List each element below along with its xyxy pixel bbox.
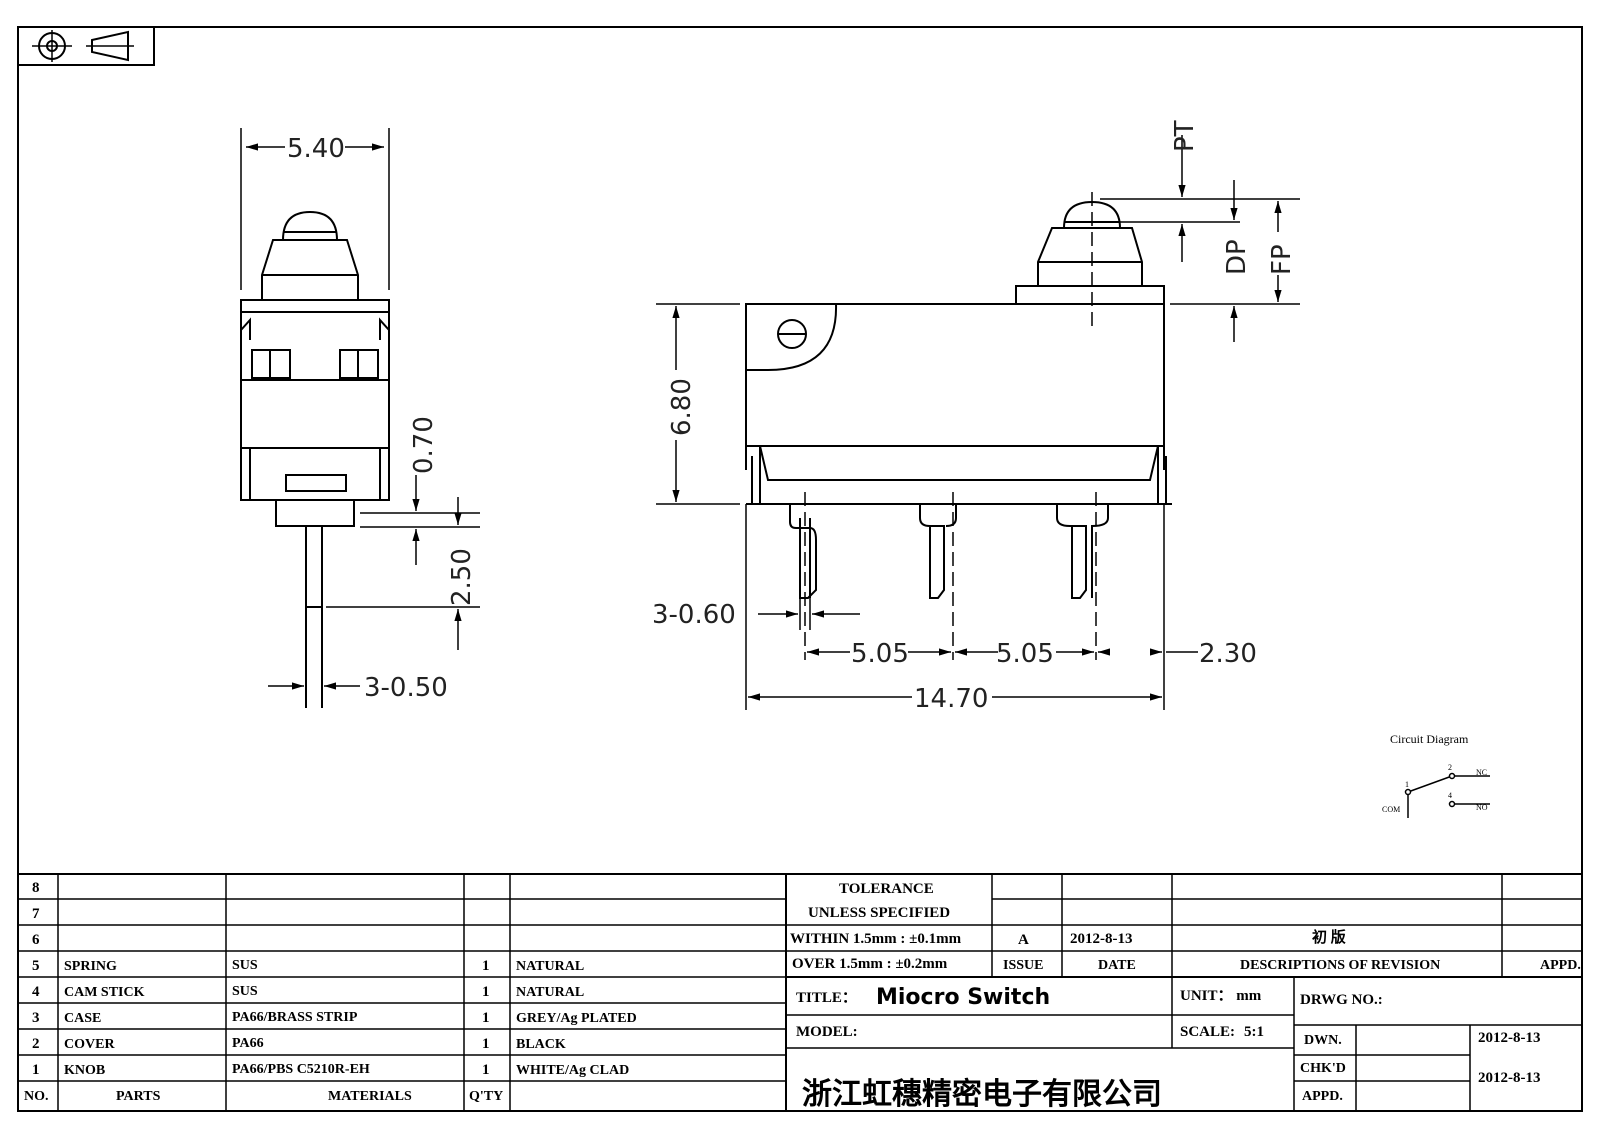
- bom-no: 4: [32, 984, 40, 1000]
- dim-edge-label: 2.30: [1199, 639, 1257, 669]
- bom-row: 3 CASE PA66/BRASS STRIP 1 GREY/Ag PLATED: [32, 1010, 637, 1026]
- company-name: 浙江虹穗精密电子有限公司: [802, 1077, 1162, 1112]
- dim-dp-label: DP: [1222, 239, 1252, 275]
- front-view: [240, 210, 390, 708]
- revision-value: 初 版: [1312, 928, 1346, 946]
- circuit-no-label: NO: [1476, 803, 1488, 812]
- dim-pt-label: PT: [1170, 120, 1200, 152]
- bom-material: PA66/PBS C5210R-EH: [232, 1062, 370, 1077]
- tolerance-over: OVER 1.5mm : ±0.2mm: [792, 956, 948, 972]
- sheet-border: [17, 26, 1583, 1112]
- circuit-nc-label: NC: [1476, 768, 1487, 777]
- bom-part: CASE: [64, 1011, 101, 1026]
- title-value: Miocro Switch: [876, 985, 1050, 1010]
- chk-date: 2012-8-13: [1478, 1070, 1541, 1086]
- dim-length-label: 14.70: [914, 684, 988, 714]
- circuit-diagram: Circuit Diagram COM 1 2 NC 4 NO: [1382, 732, 1490, 818]
- issue-label: ISSUE: [1003, 958, 1043, 973]
- tolerance-within: WITHIN 1.5mm : ±0.1mm: [790, 931, 962, 947]
- side-view: [745, 200, 1172, 599]
- bom-finish: NATURAL: [516, 985, 584, 1000]
- bom-row: 2 COVER PA66 1 BLACK: [32, 1036, 566, 1052]
- bom-material: SUS: [232, 984, 258, 999]
- circuit-n4-label: 4: [1448, 791, 1452, 800]
- bom-header-no: NO.: [24, 1089, 49, 1104]
- bom-finish: BLACK: [516, 1037, 566, 1052]
- tolerance-heading: TOLERANCE: [839, 881, 934, 897]
- bom-header-qty: Q'TY: [469, 1089, 503, 1104]
- circuit-title: Circuit Diagram: [1390, 732, 1469, 746]
- dim-pin-thickness-label: 3-0.50: [364, 673, 448, 703]
- date-value: 2012-8-13: [1070, 931, 1133, 947]
- dim-fp-label: FP: [1267, 244, 1297, 275]
- dim-pitch2-label: 5.05: [996, 639, 1054, 669]
- bom-part: CAM STICK: [64, 985, 145, 1000]
- projection-symbol-icon: [17, 26, 155, 66]
- bom-no: 1: [32, 1062, 40, 1078]
- circuit-n2-label: 2: [1448, 763, 1452, 772]
- title-label: TITLE：: [796, 990, 857, 1006]
- appd-label: APPD.: [1540, 958, 1581, 973]
- bom-material: PA66/BRASS STRIP: [232, 1010, 358, 1025]
- bom-part: KNOB: [64, 1063, 105, 1078]
- bom-no: 3: [32, 1010, 40, 1026]
- side-dimensions: [656, 135, 1300, 710]
- dim-height-label: 6.80: [667, 378, 697, 436]
- circuit-n1-label: 1: [1405, 780, 1409, 789]
- bom-row: 8: [32, 880, 40, 896]
- dim-pin-length-label: 2.50: [447, 548, 477, 606]
- bom-rows: 8 7 6 5 SPRING SUS 1 NATURAL 4 CAM STICK…: [24, 880, 637, 1104]
- scale-label: SCALE:: [1180, 1024, 1235, 1040]
- model-label: MODEL:: [796, 1024, 858, 1040]
- appd2-label: APPD.: [1302, 1089, 1343, 1104]
- bom-finish: GREY/Ag PLATED: [516, 1011, 637, 1026]
- bom-qty: 1: [482, 1062, 490, 1078]
- center-lines: [804, 192, 1097, 660]
- dwn-label: DWN.: [1304, 1033, 1342, 1048]
- bom-qty: 1: [482, 958, 490, 974]
- unit-label: UNIT： mm: [1180, 988, 1262, 1004]
- bom-header-parts: PARTS: [116, 1089, 161, 1104]
- circuit-com-label: COM: [1382, 805, 1400, 814]
- bom-part: SPRING: [64, 959, 117, 974]
- bom-no: 2: [32, 1036, 40, 1052]
- dim-width-label: 5.40: [287, 134, 345, 164]
- drwg-no-label: DRWG NO.:: [1300, 992, 1383, 1008]
- bom-finish: WHITE/Ag CLAD: [516, 1063, 629, 1078]
- bom-finish: NATURAL: [516, 959, 584, 974]
- dwn-date: 2012-8-13: [1478, 1030, 1541, 1046]
- bom-qty: 1: [482, 1010, 490, 1026]
- bom-no: 5: [32, 958, 40, 974]
- bom-qty: 1: [482, 984, 490, 1000]
- tolerance-subheading: UNLESS SPECIFIED: [808, 905, 950, 921]
- bom-qty: 1: [482, 1036, 490, 1052]
- chkd-label: CHK'D: [1300, 1061, 1346, 1076]
- dim-side-pin-thickness-label: 3-0.60: [652, 600, 736, 630]
- bom-header-materials: MATERIALS: [328, 1089, 412, 1104]
- front-dimensions: [240, 128, 480, 708]
- revision-label: DESCRIPTIONS OF REVISION: [1240, 958, 1440, 973]
- dim-gap-label: 0.70: [409, 416, 439, 474]
- bom-material: SUS: [232, 958, 258, 973]
- bom-table: [18, 873, 787, 1111]
- dim-pitch1-label: 5.05: [851, 639, 909, 669]
- title-block-grid: [786, 873, 1582, 1111]
- bom-no: 7: [32, 906, 40, 922]
- bom-row: 7: [32, 906, 40, 922]
- bom-part: COVER: [64, 1037, 115, 1052]
- bom-row: 5 SPRING SUS 1 NATURAL: [32, 958, 584, 974]
- bom-row: 4 CAM STICK SUS 1 NATURAL: [32, 984, 584, 1000]
- bom-material: PA66: [232, 1036, 264, 1051]
- bom-row: 1 KNOB PA66/PBS C5210R-EH 1 WHITE/Ag CLA…: [32, 1062, 629, 1078]
- scale-value: 5:1: [1244, 1024, 1264, 1040]
- date-label: DATE: [1098, 958, 1136, 973]
- bom-no: 8: [32, 880, 40, 896]
- bom-row: 6: [32, 932, 40, 948]
- title-block: TOLERANCE UNLESS SPECIFIED WITHIN 1.5mm …: [790, 881, 1581, 1112]
- issue-value: A: [1018, 932, 1029, 948]
- bom-no: 6: [32, 932, 40, 948]
